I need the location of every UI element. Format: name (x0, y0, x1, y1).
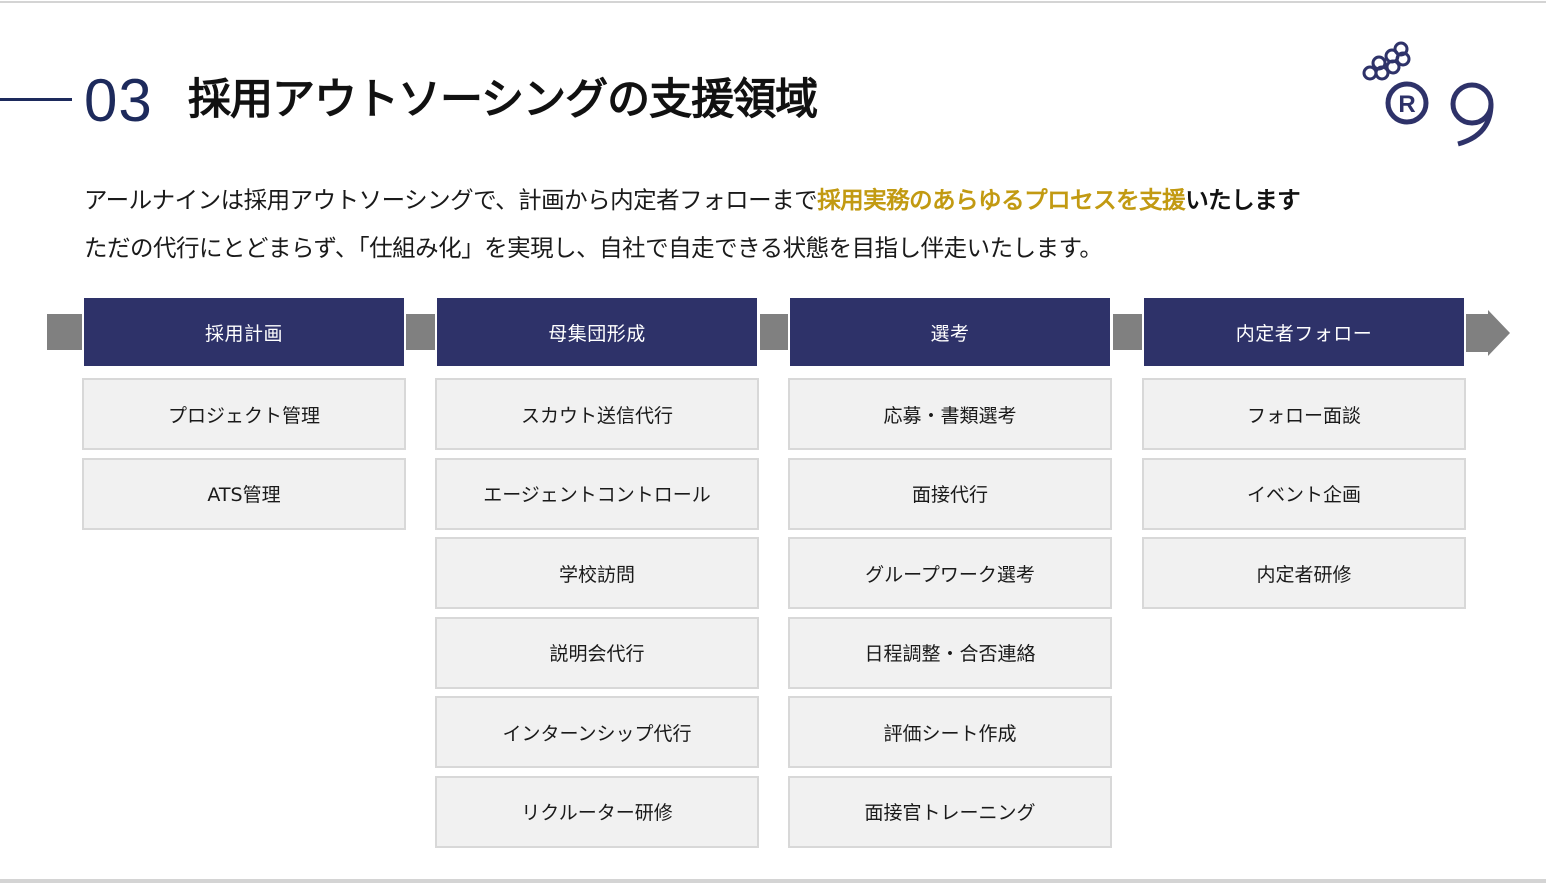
svg-text:R: R (1398, 91, 1415, 118)
list-item: リクルーター研修 (435, 775, 759, 848)
list-item: フォロー面談 (1142, 378, 1466, 450)
list-item: 日程調整・合否連絡 (788, 616, 1112, 689)
column-header: 選考 (790, 298, 1110, 366)
item-list: 応募・書類選考 面接代行 グループワーク選考 日程調整・合否連絡 評価シート作成… (788, 378, 1112, 848)
list-item: 面接代行 (788, 457, 1112, 530)
list-item: ATS管理 (82, 457, 406, 530)
list-item: プロジェクト管理 (82, 378, 406, 450)
column-header: 採用計画 (84, 298, 404, 366)
item-list: フォロー面談 イベント企画 内定者研修 (1142, 378, 1466, 609)
column-header: 内定者フォロー (1144, 298, 1464, 366)
page-title: 採用アウトソーシングの支援領域 (188, 75, 818, 125)
list-item: グループワーク選考 (788, 537, 1112, 609)
column-sourcing: 母集団形成 スカウト送信代行 エージェントコントロール 学校訪問 説明会代行 イ… (435, 298, 759, 855)
column-planning: 採用計画 プロジェクト管理 ATS管理 (82, 298, 406, 537)
lead-text: アールナインは採用アウトソーシングで、計画から内定者フォローまで (84, 186, 818, 214)
bottom-border (0, 879, 1546, 883)
lead-text-tail: いたします (1185, 186, 1301, 214)
list-item: スカウト送信代行 (435, 378, 759, 450)
list-item: 面接官トレーニング (788, 775, 1112, 848)
column-offer-follow: 内定者フォロー フォロー面談 イベント企画 内定者研修 (1142, 298, 1466, 617)
section-number: 03 (84, 67, 153, 134)
list-item: 説明会代行 (435, 616, 759, 689)
list-item: 評価シート作成 (788, 696, 1112, 768)
top-border (0, 1, 1546, 3)
list-item: インターンシップ代行 (435, 696, 759, 768)
list-item: 内定者研修 (1142, 537, 1466, 609)
list-item: エージェントコントロール (435, 457, 759, 530)
lead-highlight: 採用実務のあらゆるプロセスを支援 (817, 186, 1186, 214)
lead-line-2: ただの代行にとどまらず、「仕組み化」を実現し、自社で自走できる状態を目指し伴走い… (84, 234, 1103, 262)
item-list: プロジェクト管理 ATS管理 (82, 378, 406, 530)
title-rule (0, 98, 72, 101)
column-header: 母集団形成 (437, 298, 757, 366)
item-list: スカウト送信代行 エージェントコントロール 学校訪問 説明会代行 インターンシッ… (435, 378, 759, 848)
list-item: イベント企画 (1142, 457, 1466, 530)
lead-line-1: アールナインは採用アウトソーシングで、計画から内定者フォローまで採用実務のあらゆ… (84, 176, 1464, 224)
flow-arrow-icon (1466, 310, 1510, 356)
flow-connector (760, 314, 788, 350)
list-item: 学校訪問 (435, 537, 759, 609)
lead-paragraph: アールナインは採用アウトソーシングで、計画から内定者フォローまで採用実務のあらゆ… (84, 176, 1464, 272)
flow-connector (406, 314, 435, 350)
r9-circles-logo-icon: R (1362, 41, 1494, 147)
flow-connector (1113, 314, 1142, 350)
flow-connector (47, 314, 82, 350)
list-item: 応募・書類選考 (788, 378, 1112, 450)
column-selection: 選考 応募・書類選考 面接代行 グループワーク選考 日程調整・合否連絡 評価シー… (788, 298, 1112, 855)
